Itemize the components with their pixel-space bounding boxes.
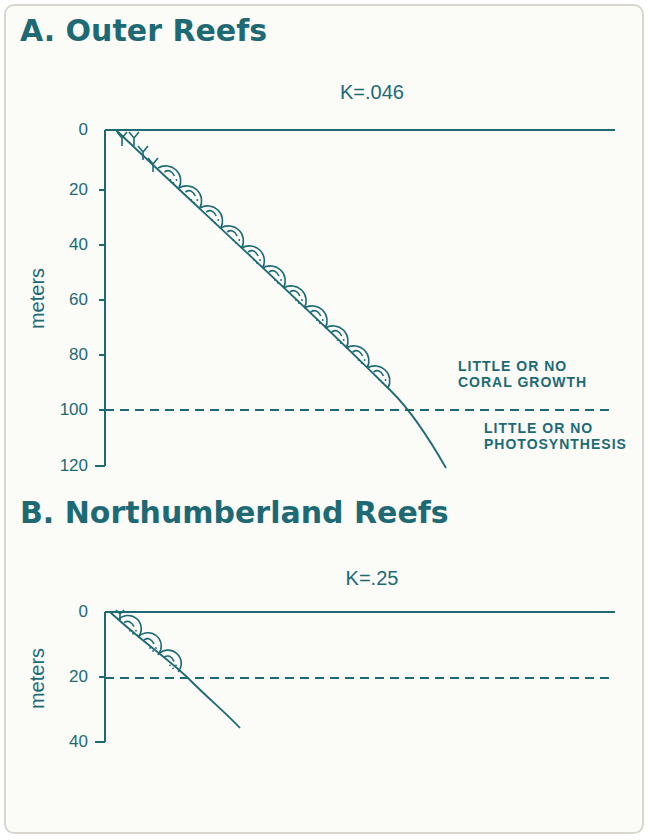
coral-texture — [193, 202, 195, 204]
coral-texture — [298, 302, 300, 304]
coral-head — [283, 286, 306, 308]
coral-heads — [158, 166, 390, 388]
coral-texture — [132, 633, 134, 635]
coral-texture — [196, 199, 198, 201]
coral-texture — [361, 362, 363, 364]
coral-head — [138, 633, 161, 655]
coral-texture — [152, 650, 154, 652]
coral-texture — [248, 251, 258, 256]
depth-tick: 100 — [60, 400, 88, 420]
branching-coral — [116, 132, 158, 620]
coral-head — [325, 326, 348, 348]
coral-texture — [280, 279, 282, 281]
coral-texture — [379, 379, 381, 381]
depth-tick: 40 — [69, 732, 88, 752]
coral-texture — [340, 342, 342, 344]
depth-tick: 80 — [69, 345, 88, 365]
coral-head — [367, 366, 390, 388]
coral-texture — [337, 339, 339, 341]
coral-texture — [382, 382, 384, 384]
panel-frame — [4, 4, 644, 834]
coral-texture — [144, 639, 154, 644]
coral-head — [200, 206, 223, 228]
coral-texture — [217, 219, 219, 221]
coral-texture — [149, 647, 151, 649]
depth-tick: 120 — [60, 456, 88, 476]
coral-texture — [227, 231, 237, 236]
coral-texture — [274, 279, 276, 281]
coral-texture — [295, 299, 297, 301]
coral-head — [346, 346, 369, 368]
coral-texture — [277, 282, 279, 284]
coral-head — [158, 650, 181, 672]
coral-texture — [253, 259, 255, 261]
coral-head — [242, 246, 265, 268]
coral-texture — [206, 211, 216, 216]
coral-texture — [175, 664, 177, 666]
depth-tick: 0 — [79, 120, 88, 140]
coral-texture — [169, 664, 171, 666]
coral-texture — [322, 319, 324, 321]
coral-texture — [290, 291, 300, 296]
reef-slope — [110, 130, 446, 728]
coral-texture — [301, 299, 303, 301]
depth-tick: 60 — [69, 290, 88, 310]
panel-title: B. Northumberland Reefs — [20, 496, 449, 531]
coral-texture — [170, 179, 172, 181]
coral-texture — [343, 339, 345, 341]
coral-head — [304, 306, 327, 328]
coral-texture — [124, 621, 134, 626]
coral-texture — [190, 199, 192, 201]
depth-tick: 0 — [79, 602, 88, 622]
zone-note: LITTLE OR NO PHOTOSYNTHESIS — [484, 420, 624, 452]
coral-texture — [173, 182, 175, 184]
coral-texture — [155, 647, 157, 649]
coral-texture — [353, 351, 363, 356]
depth-tick: 40 — [69, 235, 88, 255]
coral-texture — [385, 379, 387, 381]
coral-texture — [214, 222, 216, 224]
axis-label: meters — [27, 267, 50, 328]
coral-texture — [235, 242, 237, 244]
coral-texture — [164, 656, 174, 661]
coral-texture — [135, 630, 137, 632]
coral-texture — [185, 191, 195, 196]
coral-head — [158, 166, 181, 188]
coral-texture — [316, 319, 318, 321]
coral-texture — [256, 262, 258, 264]
coral-texture — [374, 371, 384, 376]
coral-heads — [118, 615, 181, 672]
coral-texture — [238, 239, 240, 241]
coral-head — [263, 266, 286, 288]
coral-head — [118, 615, 141, 637]
depth-tick: 20 — [69, 180, 88, 200]
zone-note: LITTLE OR NO CORAL GROWTH — [458, 358, 608, 390]
coral-texture — [172, 667, 174, 669]
coral-texture — [358, 359, 360, 361]
coral-texture — [269, 271, 279, 276]
coral-texture — [129, 630, 131, 632]
coral-texture — [232, 239, 234, 241]
coral-texture — [164, 171, 174, 176]
coral-texture — [364, 359, 366, 361]
coral-head — [179, 186, 202, 208]
attenuation-value: K=.25 — [346, 567, 399, 590]
coral-texture — [259, 259, 261, 261]
coral-texture — [319, 322, 321, 324]
coral-texture — [176, 179, 178, 181]
panel-title: A. Outer Reefs — [20, 14, 267, 49]
depth-tick: 20 — [69, 667, 88, 687]
coral-head — [221, 226, 244, 248]
axis-label: meters — [27, 647, 50, 708]
coral-texture — [311, 311, 321, 316]
attenuation-value: K=.046 — [340, 81, 404, 104]
coral-texture — [332, 331, 342, 336]
coral-texture — [211, 219, 213, 221]
